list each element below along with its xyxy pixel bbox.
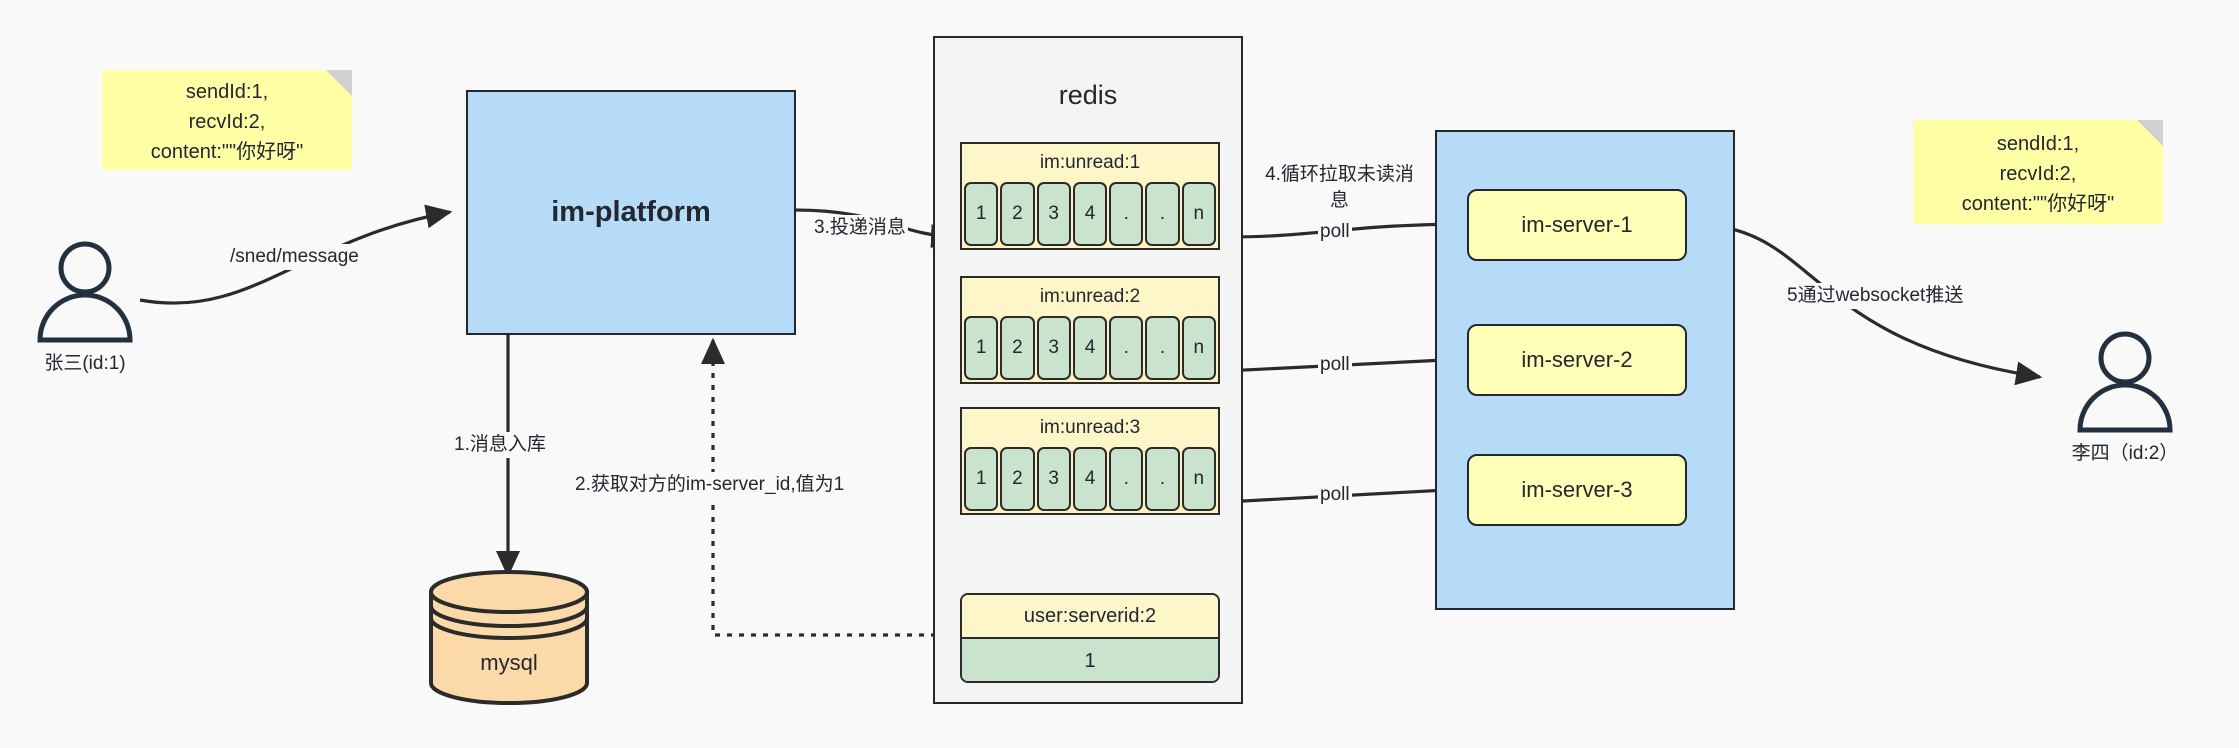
queue-cells: 1 2 3 4 . . n <box>962 182 1218 248</box>
im-platform-box[interactable]: im-platform <box>466 90 796 335</box>
edge-label-send-message: /sned/message <box>228 244 361 270</box>
actor-receiver-label: 李四（id:2） <box>2071 443 2179 464</box>
im-server-1-label: im-server-1 <box>1521 212 1633 237</box>
edge-label-poll-2: poll <box>1318 352 1352 378</box>
edge-label-poll-1: poll <box>1318 219 1352 245</box>
queue-cell: 4 <box>1072 182 1108 246</box>
user-icon <box>37 241 133 343</box>
kv-user-serverid[interactable]: user:serverid:2 1 <box>960 593 1220 683</box>
queue-cell: . <box>1109 447 1144 511</box>
queue-cell: 2 <box>1000 447 1035 511</box>
note-left: sendId:1, recvId:2, content:""你好呀" <box>102 70 352 170</box>
im-server-2-box[interactable]: im-server-2 <box>1467 324 1687 396</box>
queue-cell: 1 <box>964 182 999 246</box>
im-server-2-label: im-server-2 <box>1521 347 1633 372</box>
edge-label-poll-3: poll <box>1318 482 1352 508</box>
edge-label-step2: 2.获取对方的im-server_id,值为1 <box>573 472 847 498</box>
redis-title: redis <box>1058 80 1118 110</box>
queue-cell: . <box>1145 447 1180 511</box>
queue-cell: . <box>1109 316 1144 380</box>
note-right: sendId:1, recvId:2, content:""你好呀" <box>1913 120 2163 224</box>
queue-cell: . <box>1145 316 1180 380</box>
queue-cell: . <box>1109 182 1144 246</box>
kv-title: user:serverid:2 <box>962 595 1218 639</box>
note-fold-icon <box>326 70 352 96</box>
queue-title: im:unread:1 <box>962 144 1218 182</box>
im-server-3-box[interactable]: im-server-3 <box>1467 454 1687 526</box>
queue-title: im:unread:3 <box>962 409 1218 447</box>
actor-sender: 张三(id:1) <box>20 240 150 374</box>
note-left-text: sendId:1, recvId:2, content:""你好呀" <box>150 81 304 163</box>
queue-cell: 4 <box>1072 447 1108 511</box>
actor-receiver: 李四（id:2） <box>2060 330 2190 464</box>
redis-container: redis im:unread:1 1 2 3 4 . . n im:unrea… <box>933 36 1243 704</box>
kv-value: 1 <box>962 639 1218 681</box>
queue-cell: n <box>1181 182 1216 246</box>
queue-cell: 3 <box>1036 316 1071 380</box>
queue-cell: n <box>1181 316 1216 380</box>
im-server-3-label: im-server-3 <box>1521 477 1633 502</box>
queue-cell: 4 <box>1072 316 1108 380</box>
user-icon <box>2077 331 2173 433</box>
mysql-label: mysql <box>480 650 538 675</box>
mysql-database[interactable]: mysql <box>425 570 593 705</box>
im-platform-label: im-platform <box>551 196 711 228</box>
note-fold-icon <box>2137 120 2163 146</box>
edge-label-step4: 4.循环拉取未读消 息 <box>1255 162 1424 214</box>
note-right-text: sendId:1, recvId:2, content:""你好呀" <box>1961 133 2115 215</box>
edge-label-step5: 5通过websocket推送 <box>1785 283 1966 309</box>
im-server-cluster: im-server-1 im-server-2 im-server-3 <box>1435 130 1735 610</box>
actor-sender-label: 张三(id:1) <box>44 353 126 374</box>
queue-im-unread-2[interactable]: im:unread:2 1 2 3 4 . . n <box>960 276 1220 384</box>
queue-cell: 1 <box>964 447 999 511</box>
queue-cell: . <box>1145 182 1180 246</box>
queue-title: im:unread:2 <box>962 278 1218 316</box>
database-icon <box>429 570 589 705</box>
queue-cell: 3 <box>1036 447 1071 511</box>
edge-label-step1: 1.消息入库 <box>452 432 548 458</box>
queue-cell: n <box>1181 447 1216 511</box>
queue-im-unread-3[interactable]: im:unread:3 1 2 3 4 . . n <box>960 407 1220 515</box>
queue-cell: 2 <box>1000 182 1035 246</box>
edge-label-step3: 3.投递消息 <box>812 215 908 241</box>
queue-cell: 1 <box>964 316 999 380</box>
queue-cell: 3 <box>1036 182 1071 246</box>
queue-cells: 1 2 3 4 . . n <box>962 447 1218 513</box>
queue-cell: 2 <box>1000 316 1035 380</box>
queue-cells: 1 2 3 4 . . n <box>962 316 1218 382</box>
queue-im-unread-1[interactable]: im:unread:1 1 2 3 4 . . n <box>960 142 1220 250</box>
im-server-1-box[interactable]: im-server-1 <box>1467 189 1687 261</box>
